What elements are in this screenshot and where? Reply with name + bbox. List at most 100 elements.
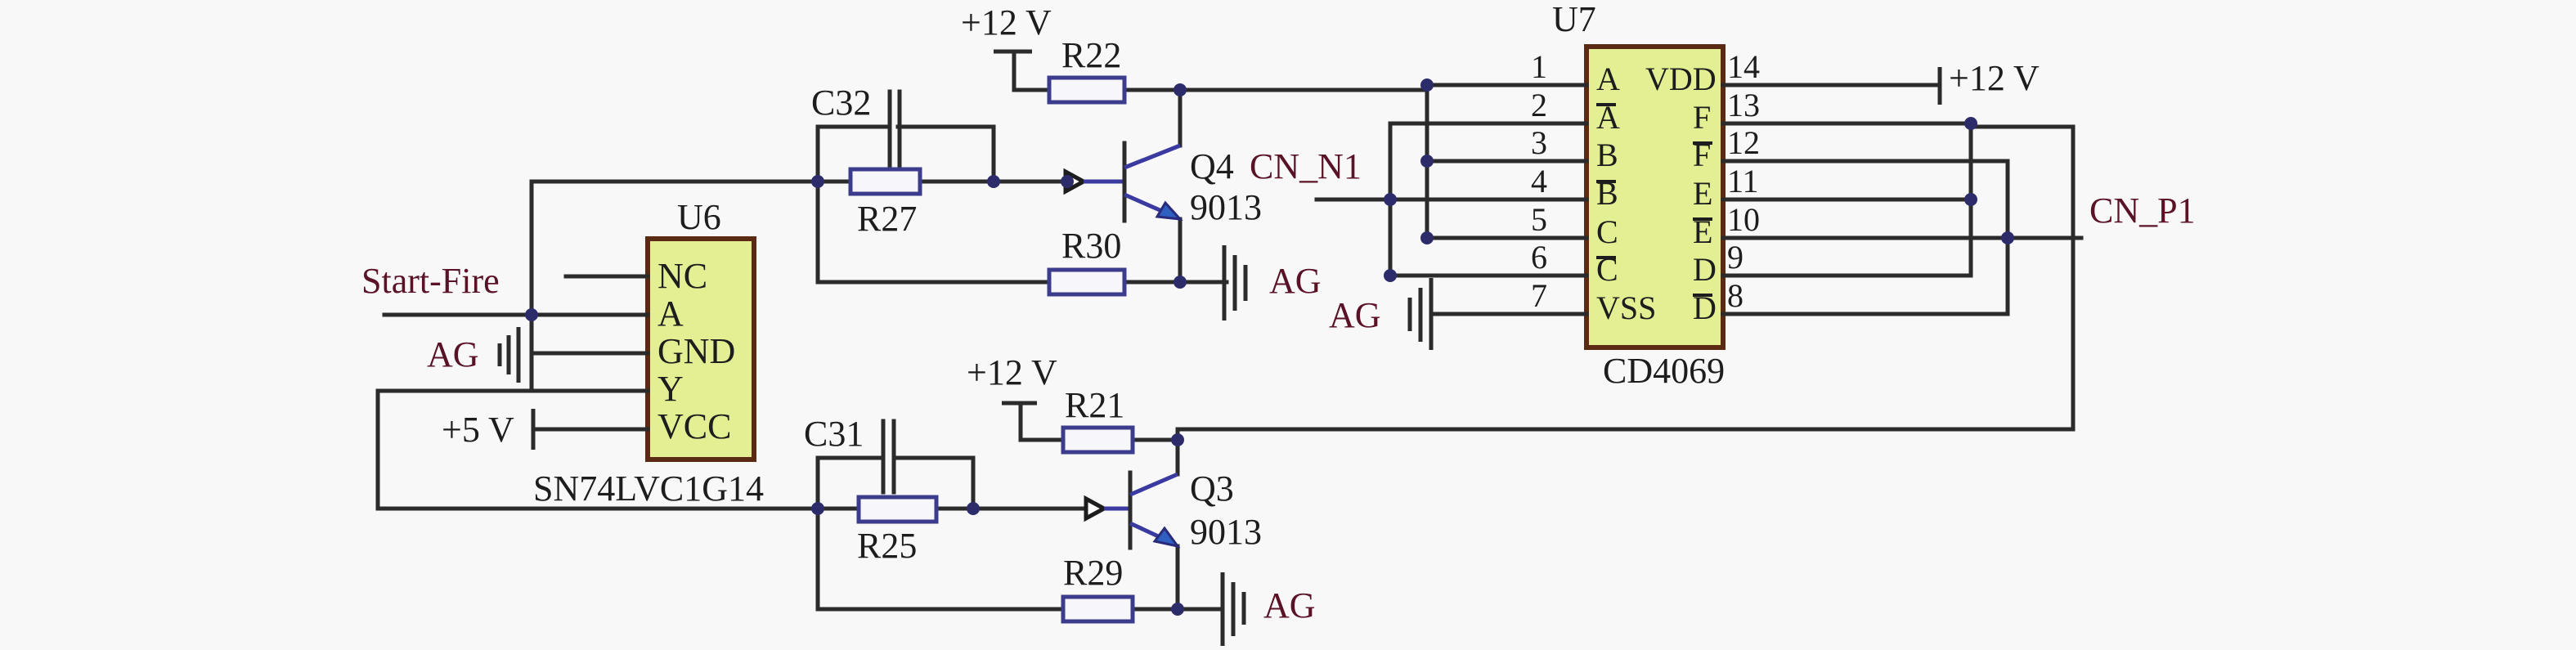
pin-name: D: [1693, 251, 1717, 288]
u6-body: [645, 236, 756, 462]
pin-name: A: [1596, 61, 1620, 97]
junction: [1420, 231, 1434, 244]
pin-number: 11: [1727, 163, 1759, 199]
u6-pin-nc: NC: [657, 256, 707, 296]
junction: [1384, 193, 1397, 206]
pin-name: F: [1693, 99, 1711, 136]
r29-label: R29: [1063, 553, 1123, 593]
r27-label: R27: [857, 199, 917, 239]
pin-number: 7: [1531, 277, 1547, 314]
junction: [811, 175, 824, 188]
resistor-r25: R25: [856, 495, 939, 566]
ground-symbol-u7: AG: [1329, 278, 1434, 350]
power-label-12v: +12 V: [1949, 58, 2040, 98]
ground-symbol-q4: AG: [1222, 245, 1322, 321]
junction: [525, 308, 538, 321]
ground-symbol-q3: AG: [1220, 572, 1316, 646]
junction: [1174, 276, 1187, 289]
pin-number: 5: [1531, 201, 1547, 238]
ground-label: AG: [1263, 585, 1316, 625]
junction: [1061, 175, 1074, 188]
resistor-r29: R29: [1061, 553, 1135, 624]
q3-part: 9013: [1190, 512, 1262, 552]
r25-label: R25: [857, 526, 917, 566]
junction: [1420, 78, 1434, 92]
pin-number: 14: [1727, 48, 1760, 85]
power-label-12v: +12 V: [961, 2, 1052, 43]
pin-name: VSS: [1596, 289, 1656, 326]
r30-label: R30: [1061, 226, 1121, 266]
junction: [1171, 603, 1184, 616]
pin-name: B: [1596, 137, 1618, 173]
net-label-cn-n1: CN_N1: [1250, 146, 1362, 186]
u6-ref: U6: [677, 197, 721, 237]
net-label-cn-p1: CN_P1: [2089, 191, 2196, 231]
pin-number: 3: [1531, 124, 1547, 161]
input-port-arrow: [1084, 495, 1109, 522]
junction: [1174, 83, 1187, 96]
pin-number: 12: [1727, 124, 1760, 161]
u6-pin-vcc: VCC: [657, 406, 731, 446]
u6-pin-y: Y: [657, 369, 684, 409]
power-symbol-12v-u7: +12 V: [1937, 58, 2040, 105]
u7-body: [1584, 44, 1726, 350]
power-symbol-5v: +5 V: [442, 409, 536, 450]
pin-number: 1: [1531, 48, 1547, 85]
q4-ref: Q4: [1190, 146, 1234, 186]
power-label-5v: +5 V: [442, 410, 514, 450]
u6-pin-gnd: GND: [657, 331, 735, 371]
pin-number: 9: [1727, 239, 1744, 276]
pin-name: C: [1596, 213, 1618, 250]
pin-number: 10: [1727, 201, 1760, 238]
emitter-arrow-icon: [1152, 526, 1181, 549]
ground-label: AG: [1269, 261, 1322, 301]
junction: [967, 502, 980, 515]
junction: [1964, 117, 1977, 130]
pin-name: F: [1693, 137, 1711, 173]
pin-name: VDD: [1645, 61, 1717, 97]
transistor-q4: Q4 9013: [1063, 141, 1262, 227]
ground-symbol-u6: AG: [427, 327, 521, 383]
u7-left-pins: 1 2 3 4 5 6 7 A A B B C C VSS: [1314, 48, 1656, 326]
junction: [2001, 231, 2014, 244]
junction: [1171, 433, 1184, 446]
bottom-stage-wires: [815, 402, 2076, 612]
pin-number: 13: [1727, 87, 1760, 123]
r22-label: R22: [1061, 35, 1121, 75]
resistor-r30: R30: [1047, 226, 1127, 297]
r21-label: R21: [1065, 385, 1124, 425]
net-label-start-fire: Start-Fire: [361, 261, 500, 301]
u7-chip: U7 CD4069: [1552, 0, 1726, 391]
capacitor-c32: C32: [811, 83, 902, 170]
u7-right-pins: 14 13 12 11 10 9 8 VDD F F E E D D: [1645, 48, 2084, 432]
u7-ref: U7: [1552, 0, 1596, 39]
pin-number: 8: [1727, 277, 1744, 314]
capacitor-c31: C31: [804, 414, 896, 495]
resistor-r22: R22: [1047, 35, 1127, 105]
emitter-arrow-icon: [1155, 200, 1183, 221]
junction: [811, 502, 824, 515]
pin-number: 2: [1531, 87, 1547, 123]
u6-wires: [375, 179, 820, 511]
c32-label: C32: [811, 83, 871, 123]
transistor-q3: Q3 9013: [1084, 468, 1262, 552]
power-symbol-12v-bottom: +12 V: [967, 352, 1057, 406]
u6-part: SN74LVC1G14: [533, 468, 764, 509]
pin-number: 4: [1531, 163, 1547, 199]
junction: [1420, 155, 1434, 168]
junction: [1964, 193, 1977, 206]
resistor-r21: R21: [1061, 385, 1135, 455]
u7-part: CD4069: [1603, 351, 1725, 391]
q4-part: 9013: [1190, 187, 1262, 227]
power-label-12v: +12 V: [967, 352, 1057, 392]
pin-name: E: [1693, 175, 1712, 212]
c31-label: C31: [804, 414, 864, 454]
ground-label: AG: [1329, 295, 1381, 335]
junction: [1384, 269, 1397, 282]
junction: [987, 175, 1000, 188]
u6-pin-a: A: [657, 294, 684, 334]
u6-chip: U6 SN74LVC1G14 NC A GND Y VCC: [533, 197, 764, 509]
q3-ref: Q3: [1190, 468, 1234, 509]
pin-number: 6: [1531, 239, 1547, 276]
